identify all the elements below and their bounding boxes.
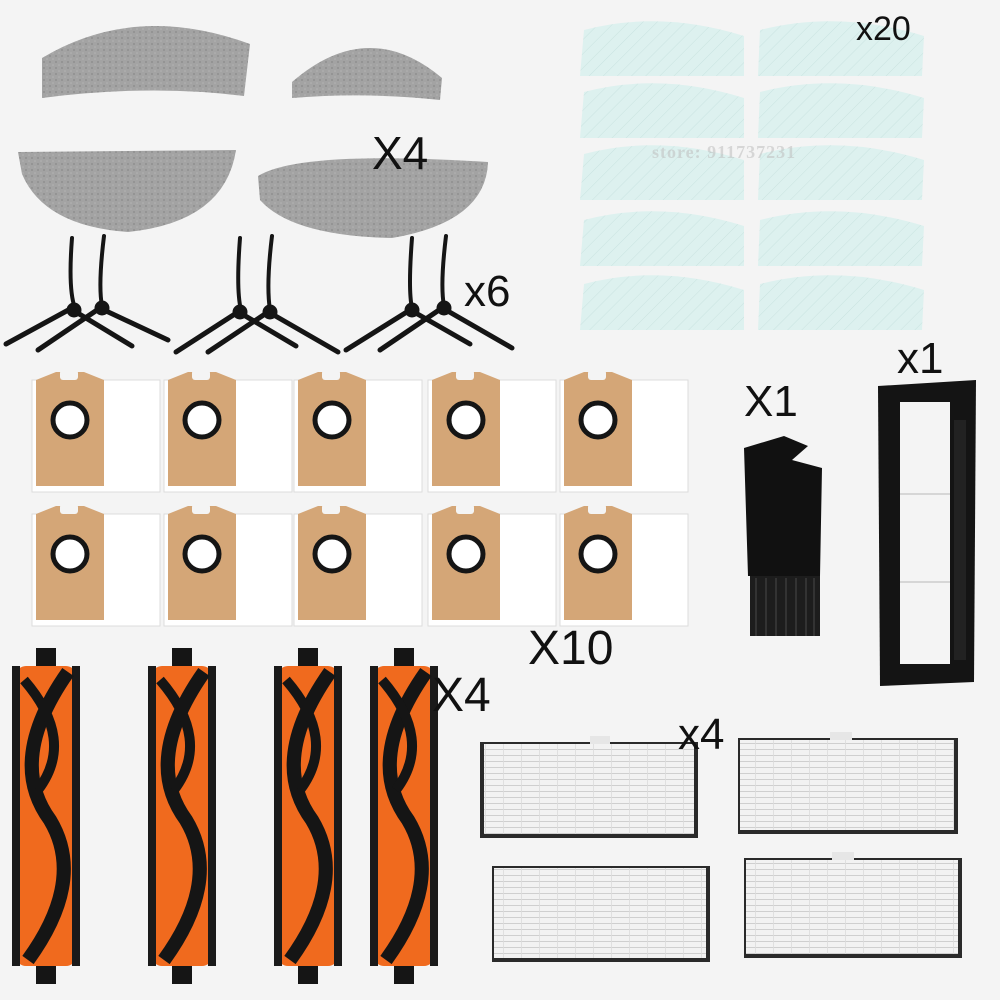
- hepa-filter-quantity: x4: [678, 710, 725, 759]
- dust-bag: [163, 370, 293, 493]
- disposable-pad: [580, 275, 744, 330]
- hepa-filter: [480, 736, 698, 838]
- dust-bag-quantity: X10: [528, 622, 614, 675]
- disposable-pad: [580, 145, 744, 200]
- dust-bag: [559, 370, 689, 493]
- mop-cloths: [18, 26, 488, 238]
- side-brush-pair: [173, 234, 341, 355]
- roller-brush: [274, 648, 342, 984]
- hepa-filter: [744, 852, 962, 958]
- disposable-pad: [758, 275, 924, 330]
- main-roller-brushes: [12, 648, 438, 984]
- cleaning-tool-quantity: X1: [744, 377, 798, 426]
- dust-bag: [31, 370, 161, 493]
- hepa-filter: [738, 732, 958, 834]
- disposable-pad: [758, 21, 924, 76]
- side-brush-quantity: x6: [464, 267, 511, 316]
- roller-brush-quantity: X4: [432, 669, 491, 722]
- roller-brush: [148, 648, 216, 984]
- roller-brush: [370, 648, 438, 984]
- side-brush-pair: [343, 234, 515, 353]
- dust-bag: [31, 504, 161, 627]
- disposable-pad: [580, 211, 744, 266]
- roller-cover-quantity: x1: [897, 334, 944, 383]
- mop-cloth: [18, 150, 236, 232]
- mop-cloth-quantity: X4: [372, 127, 429, 179]
- dust-bag: [427, 370, 557, 493]
- hepa-filters: [480, 732, 962, 962]
- mop-cloth: [292, 47, 442, 100]
- disposable-pad-quantity: x20: [856, 10, 911, 48]
- cleaning-tool: [744, 436, 822, 636]
- dust-bags: [31, 370, 689, 627]
- disposable-pad: [758, 83, 924, 138]
- dust-bag: [163, 504, 293, 627]
- disposable-pad: [758, 145, 924, 200]
- dust-bag: [293, 504, 423, 627]
- roller-brush: [12, 648, 80, 984]
- dust-bag: [427, 504, 557, 627]
- roller-brush-cover: [878, 380, 976, 686]
- mop-cloth: [258, 158, 488, 238]
- hepa-filter: [492, 866, 710, 962]
- disposable-pad: [758, 211, 924, 266]
- side-brush-pair: [3, 234, 171, 353]
- dust-bag: [559, 504, 689, 627]
- mop-cloth: [42, 26, 250, 98]
- dust-bag: [293, 370, 423, 493]
- side-brushes: [3, 234, 515, 355]
- disposable-pad: [580, 83, 744, 138]
- disposable-pads: [580, 21, 924, 330]
- store-watermark: store: 911737231: [652, 142, 797, 162]
- disposable-pad: [580, 21, 744, 76]
